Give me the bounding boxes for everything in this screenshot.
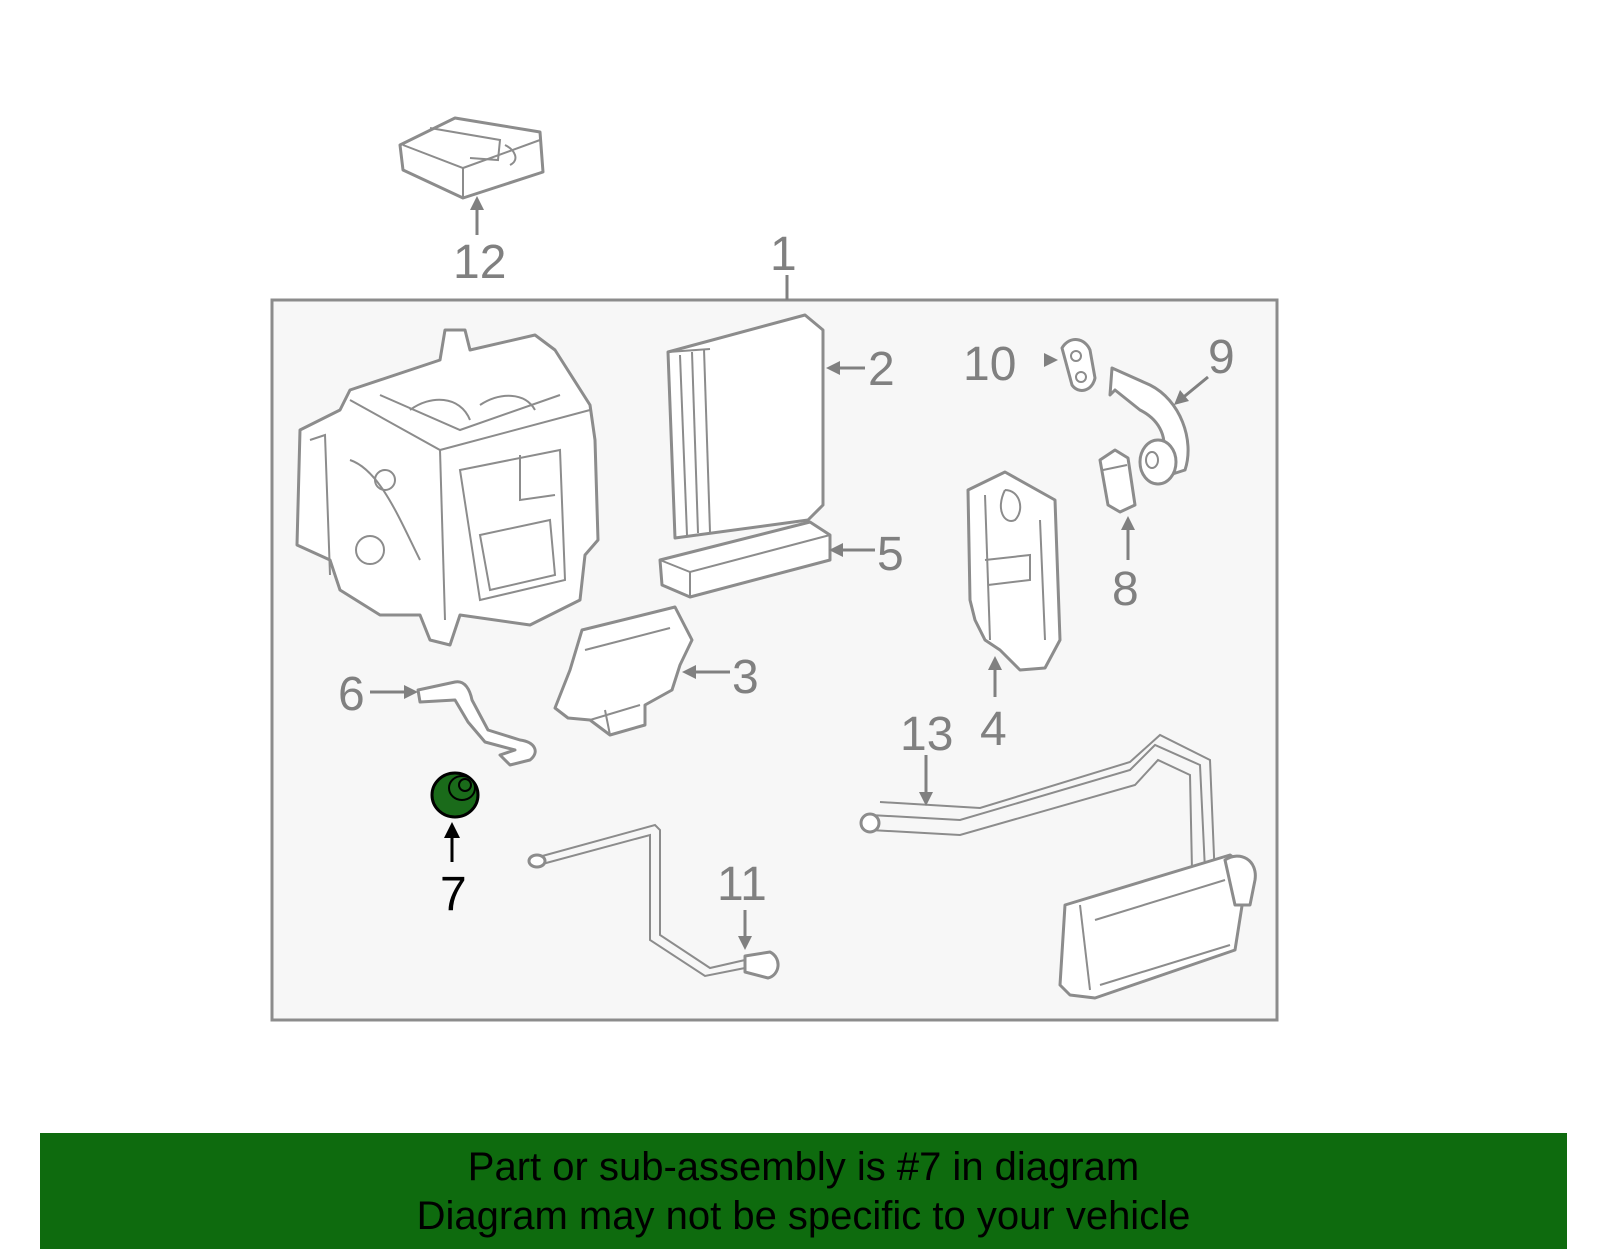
callout-3: 3 [732,651,759,704]
part-8-valve[interactable] [1098,448,1137,560]
parts-diagram: 12 1 2 10 9 5 8 3 6 4 13 11 7 [270,116,1279,1022]
callout-8: 8 [1112,563,1139,616]
banner-line-1: Part or sub-assembly is #7 in diagram [467,1145,1140,1189]
callout-13: 13 [900,708,953,761]
part-4-housing[interactable] [966,470,1062,697]
part-13-heater-core[interactable] [859,733,1257,1000]
callout-7: 7 [440,868,467,921]
callout-1: 1 [770,228,797,281]
part-9-pipe[interactable] [1108,366,1209,486]
part-3-cover[interactable] [553,605,730,737]
callout-2: 2 [868,343,895,396]
callout-5: 5 [877,528,904,581]
callout-12: 12 [453,236,506,289]
info-banner: Part or sub-assembly is #7 in diagram Di… [40,1133,1567,1249]
part-2-evaporator[interactable] [666,313,865,540]
callout-4: 4 [980,703,1007,756]
part-6-tube[interactable] [370,680,537,767]
banner-line-2: Diagram may not be specific to your vehi… [416,1194,1191,1238]
part-11-pipe[interactable] [527,823,780,980]
part-10-gasket[interactable] [1044,338,1097,392]
callout-9: 9 [1208,331,1235,384]
part-12-control-unit[interactable] [398,116,545,235]
hvac-case[interactable] [295,328,600,647]
callout-11: 11 [717,858,767,911]
part-7-grommet[interactable] [430,771,480,862]
part-5-filter[interactable] [658,520,875,599]
callout-10: 10 [963,338,1016,391]
callout-6: 6 [338,668,365,721]
